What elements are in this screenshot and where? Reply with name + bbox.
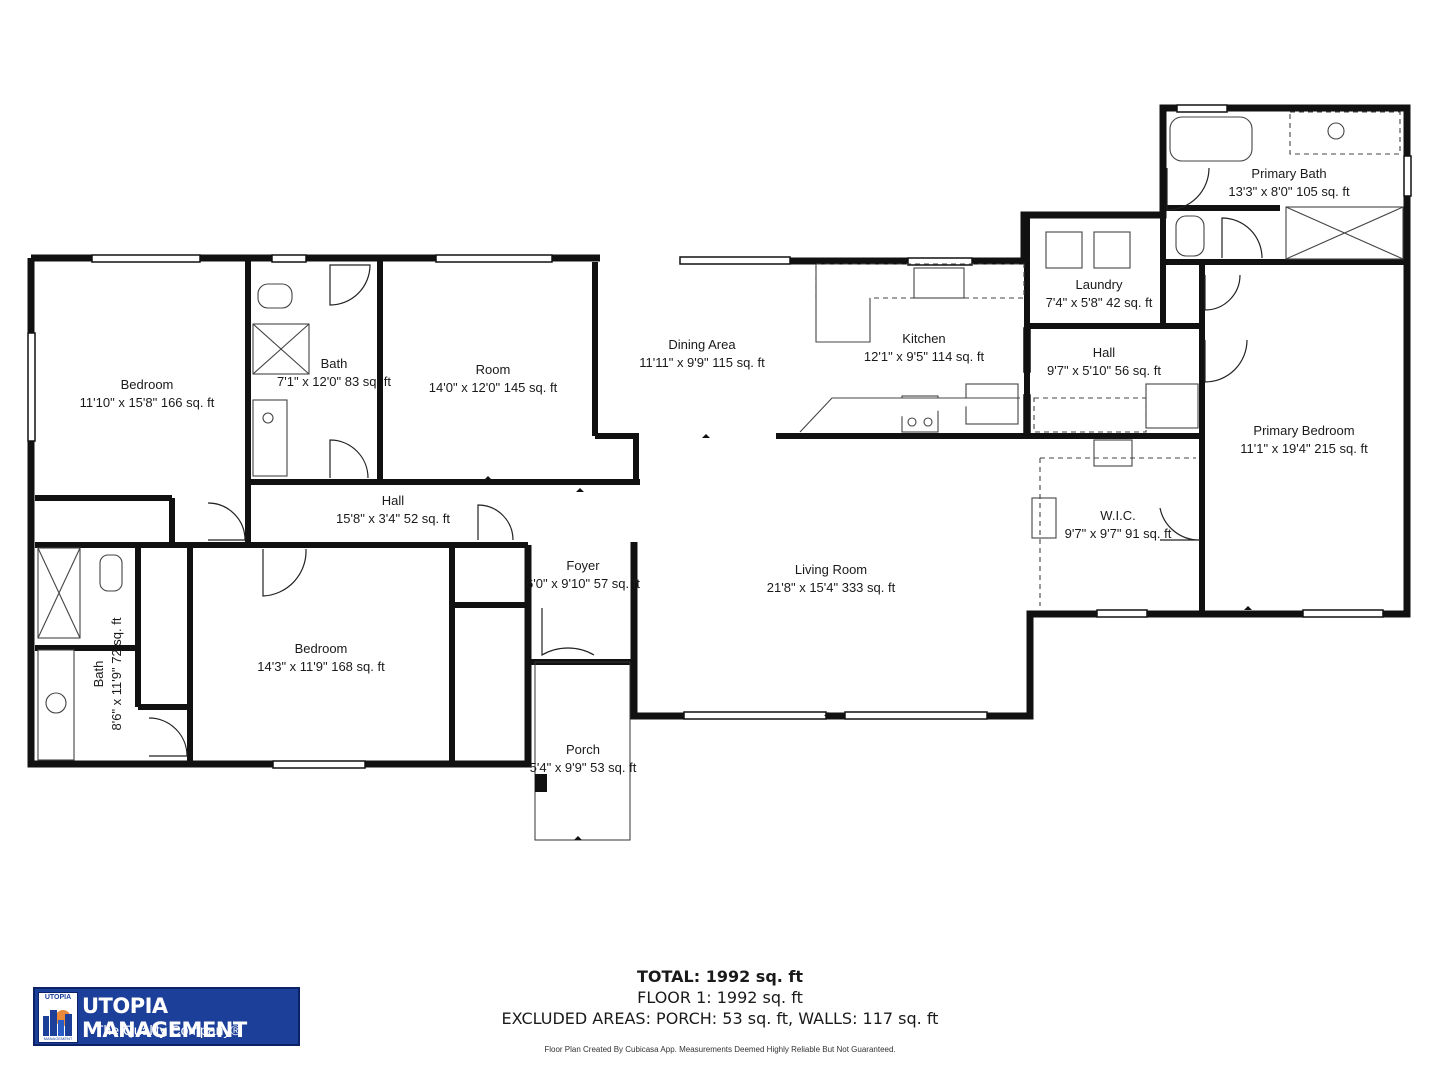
room-bath-2: Bath 8'6" x 11'9" 72 sq. ft bbox=[90, 618, 126, 731]
room-dims: 11'11" x 9'9" 115 sq. ft bbox=[639, 355, 765, 370]
logo-badge-bottom: MANAGEMENT bbox=[43, 1036, 73, 1041]
floor-area: FLOOR 1: 1992 sq. ft bbox=[637, 988, 803, 1007]
total-area: TOTAL: 1992 sq. ft bbox=[636, 967, 804, 986]
doors bbox=[148, 167, 1263, 757]
logo-badge-top: UTOPIA bbox=[44, 994, 72, 1001]
room-foyer: Foyer 6'0" x 9'10" 57 sq. ft bbox=[526, 557, 640, 593]
logo-name: UTOPIA MANAGEMENT bbox=[82, 994, 247, 1042]
room-bath-1: Bath 7'1" x 12'0" 83 sq. ft bbox=[277, 355, 391, 391]
room-wic: W.I.C. 9'7" x 9'7" 91 sq. ft bbox=[1065, 507, 1172, 543]
logo-tagline: The Quality Company® bbox=[95, 1022, 241, 1038]
room-laundry: Laundry 7'4" x 5'8" 42 sq. ft bbox=[1046, 276, 1153, 312]
room-name: Hall bbox=[1092, 345, 1116, 360]
room-dims: 6'0" x 9'10" 57 sq. ft bbox=[526, 576, 640, 591]
company-logo: UTOPIA MANAGEMENT UTOPIA MANAGEMENT The … bbox=[33, 987, 300, 1046]
skyline-icon bbox=[43, 1010, 72, 1036]
excluded-areas: EXCLUDED AREAS: PORCH: 53 sq. ft, WALLS:… bbox=[501, 1009, 939, 1028]
room-room: Room 14'0" x 12'0" 145 sq. ft bbox=[429, 361, 557, 397]
room-hall-west: Hall 15'8" x 3'4" 52 sq. ft bbox=[336, 492, 450, 528]
room-name: Living Room bbox=[794, 562, 868, 577]
windows bbox=[27, 104, 1412, 769]
room-primary-bath: Primary Bath 13'3" x 8'0" 105 sq. ft bbox=[1228, 165, 1349, 201]
room-name: Porch bbox=[566, 742, 600, 757]
room-hall-east: Hall 9'7" x 5'10" 56 sq. ft bbox=[1047, 344, 1161, 380]
logo-badge: UTOPIA MANAGEMENT bbox=[38, 992, 78, 1043]
room-dims: 12'1" x 9'5" 114 sq. ft bbox=[863, 349, 985, 364]
room-name: Dining Area bbox=[668, 337, 736, 352]
room-dims: 7'4" x 5'8" 42 sq. ft bbox=[1045, 295, 1153, 310]
room-dining-area: Dining Area 11'11" x 9'9" 115 sq. ft bbox=[639, 336, 765, 372]
room-name: Foyer bbox=[566, 558, 600, 573]
opening-markers bbox=[484, 434, 1252, 840]
room-dims: 11'1" x 19'4" 215 sq. ft bbox=[1240, 441, 1368, 456]
room-dims: 14'0" x 12'0" 145 sq. ft bbox=[428, 380, 558, 395]
room-kitchen: Kitchen 12'1" x 9'5" 114 sq. ft bbox=[864, 330, 984, 366]
room-dims: 8'6" x 11'9" 72 sq. ft bbox=[109, 617, 124, 731]
porch-outline bbox=[534, 661, 631, 841]
room-name: Bedroom bbox=[294, 641, 348, 656]
room-dims: 13'3" x 8'0" 105 sq. ft bbox=[1228, 184, 1350, 199]
room-name: W.I.C. bbox=[1100, 508, 1136, 523]
room-living-room: Living Room 21'8" x 15'4" 333 sq. ft bbox=[767, 561, 895, 597]
room-name: Hall bbox=[381, 493, 405, 508]
room-dims: 9'7" x 9'7" 91 sq. ft bbox=[1064, 526, 1172, 541]
room-name: Kitchen bbox=[902, 331, 946, 346]
room-bedroom-2: Bedroom 14'3" x 11'9" 168 sq. ft bbox=[257, 640, 384, 676]
room-name: Laundry bbox=[1075, 277, 1123, 292]
room-dims: 21'8" x 15'4" 333 sq. ft bbox=[766, 580, 896, 595]
room-porch: Porch 5'4" x 9'9" 53 sq. ft bbox=[530, 741, 637, 777]
room-primary-bedroom: Primary Bedroom 11'1" x 19'4" 215 sq. ft bbox=[1240, 422, 1367, 458]
room-name: Bath bbox=[320, 356, 348, 371]
room-dims: 5'4" x 9'9" 53 sq. ft bbox=[529, 760, 637, 775]
room-dims: 11'10" x 15'8" 166 sq. ft bbox=[79, 395, 215, 410]
disclaimer: Floor Plan Created By Cubicasa App. Meas… bbox=[544, 1045, 896, 1054]
porch-post bbox=[535, 774, 547, 792]
room-dims: 14'3" x 11'9" 168 sq. ft bbox=[257, 659, 385, 674]
room-bedroom-1: Bedroom 11'10" x 15'8" 166 sq. ft bbox=[80, 376, 215, 412]
room-name: Bath bbox=[91, 660, 106, 688]
room-dims: 7'1" x 12'0" 83 sq. ft bbox=[277, 374, 391, 389]
room-dims: 9'7" x 5'10" 56 sq. ft bbox=[1047, 363, 1161, 378]
fixtures bbox=[37, 111, 1404, 761]
area-summary: TOTAL: 1992 sq. ft FLOOR 1: 1992 sq. ft … bbox=[470, 966, 970, 1029]
interior-walls bbox=[35, 205, 1407, 764]
room-name: Primary Bath bbox=[1251, 166, 1327, 181]
room-name: Bedroom bbox=[120, 377, 174, 392]
room-name: Primary Bedroom bbox=[1253, 423, 1355, 438]
room-dims: 15'8" x 3'4" 52 sq. ft bbox=[336, 511, 450, 526]
room-name: Room bbox=[475, 362, 511, 377]
